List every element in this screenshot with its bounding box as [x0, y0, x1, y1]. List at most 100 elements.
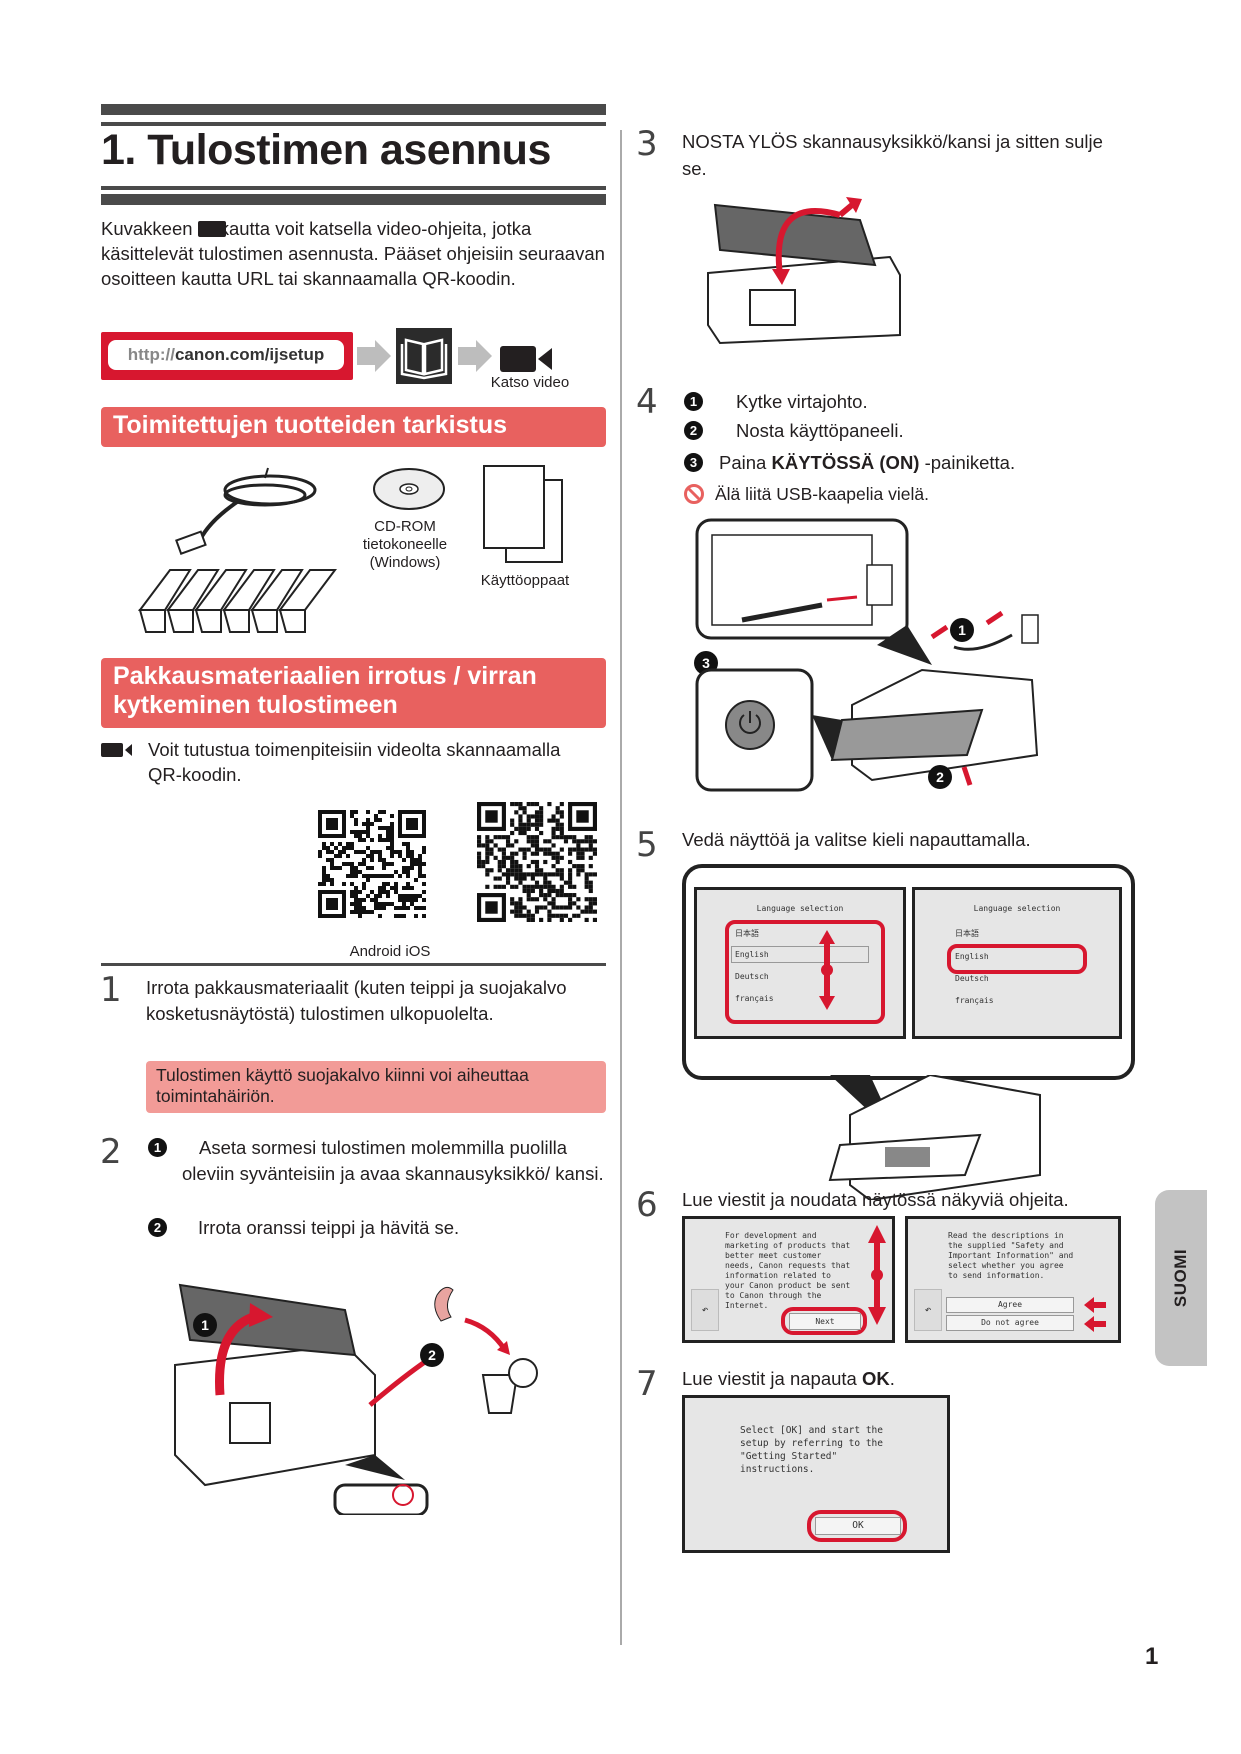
qr-module [584, 897, 589, 902]
qr-module [534, 814, 540, 819]
qr-finder-pattern [406, 818, 418, 830]
qr-module [534, 872, 540, 877]
qr-module [398, 914, 402, 918]
qr-module [588, 909, 593, 914]
qr-module [354, 886, 358, 890]
qr-module [326, 846, 330, 850]
qr-module [418, 870, 422, 874]
qr-module [526, 835, 531, 840]
column-divider [620, 130, 622, 1645]
language-tab-suomi[interactable]: SUOMI [1155, 1190, 1207, 1366]
qr-module [510, 843, 515, 848]
qr-module [505, 876, 511, 881]
qr-module [382, 886, 386, 890]
language-option[interactable]: Deutsch [735, 972, 769, 981]
url-prefix: http:// [127, 345, 175, 364]
qr-module [354, 850, 358, 854]
language-option[interactable]: français [955, 996, 994, 1005]
qr-module [518, 880, 523, 885]
ink-cartridges-illustration [130, 560, 350, 640]
qr-module [568, 897, 573, 902]
step-number-2: 2 [100, 1132, 122, 1172]
qr-module [534, 884, 540, 889]
selected-language-highlight[interactable] [947, 944, 1087, 974]
language-option[interactable]: 日本語 [735, 929, 759, 938]
step-2-substep-2-text: Irrota oranssi teippi ja hävitä se. [198, 1217, 460, 1238]
qr-module [342, 882, 346, 886]
qr-module [370, 910, 374, 914]
qr-module [555, 893, 560, 898]
step-number-1: 1 [100, 970, 122, 1010]
qr-module [501, 835, 506, 840]
qr-module [526, 872, 531, 877]
language-option[interactable]: 日本語 [955, 929, 979, 938]
back-button[interactable]: ↶ [914, 1289, 942, 1331]
qr-module [539, 806, 544, 811]
qr-module [410, 898, 414, 902]
qr-module [518, 872, 523, 877]
qr-module [322, 882, 326, 886]
qr-module [406, 894, 410, 898]
url-link[interactable]: http://canon.com/ijsetup [108, 340, 344, 370]
qr-module [588, 884, 593, 889]
qr-module [410, 886, 414, 890]
step-number-4: 4 [636, 382, 658, 422]
qr-finder-pattern [485, 810, 498, 823]
language-option[interactable]: English [731, 946, 869, 963]
qr-module [551, 901, 556, 906]
url-banner[interactable]: http://canon.com/ijsetup [101, 332, 353, 380]
qr-code-android[interactable] [318, 810, 426, 918]
qr-module [580, 855, 585, 860]
qr-module [555, 905, 560, 910]
language-option[interactable]: français [735, 994, 774, 1003]
qr-module [394, 882, 398, 886]
qr-module [374, 894, 378, 898]
qr-module [390, 830, 394, 834]
qr-module [330, 862, 334, 866]
qr-module [572, 864, 577, 869]
qr-module [350, 846, 354, 850]
qr-module [414, 914, 418, 918]
qr-module [422, 846, 426, 850]
qr-module [584, 872, 589, 877]
qr-module [510, 909, 515, 914]
qr-module [526, 847, 531, 852]
section-rule [101, 963, 606, 966]
qr-module [362, 862, 366, 866]
qr-module [390, 826, 394, 830]
ok-screen: Select [OK] and start the setup by refer… [682, 1395, 950, 1553]
qr-module [543, 847, 548, 852]
next-button[interactable]: Next [789, 1313, 861, 1330]
qr-module [568, 917, 573, 922]
qr-module [386, 874, 390, 878]
qr-module [551, 897, 556, 902]
language-option-selected[interactable]: English [955, 952, 989, 961]
pointer-arrow-icon [1084, 1297, 1108, 1313]
qr-module [382, 826, 386, 830]
qr-module [572, 901, 577, 906]
back-button[interactable]: ↶ [691, 1289, 719, 1331]
qr-code-ios[interactable] [477, 802, 597, 922]
ok-button[interactable]: OK [815, 1517, 901, 1535]
qr-module [559, 826, 564, 831]
language-option[interactable]: Deutsch [955, 974, 989, 983]
qr-module [346, 854, 350, 858]
qr-module [510, 851, 515, 856]
qr-module [354, 866, 358, 870]
agree-button[interactable]: Agree [946, 1297, 1074, 1313]
step-5-text: Vedä näyttöä ja valitse kieli napauttama… [682, 829, 1031, 850]
qr-module [559, 830, 564, 836]
do-not-agree-button[interactable]: Do not agree [946, 1315, 1074, 1331]
qr-module [374, 874, 378, 878]
qr-module [414, 862, 418, 866]
qr-module [505, 855, 511, 860]
qr-module [370, 822, 374, 826]
qr-module [518, 876, 523, 881]
qr-module [418, 858, 422, 862]
qr-module [350, 866, 354, 870]
qr-module [559, 913, 564, 918]
qr-module [559, 905, 564, 910]
qr-module [547, 880, 552, 885]
qr-module [576, 847, 581, 852]
qr-module [501, 855, 506, 860]
